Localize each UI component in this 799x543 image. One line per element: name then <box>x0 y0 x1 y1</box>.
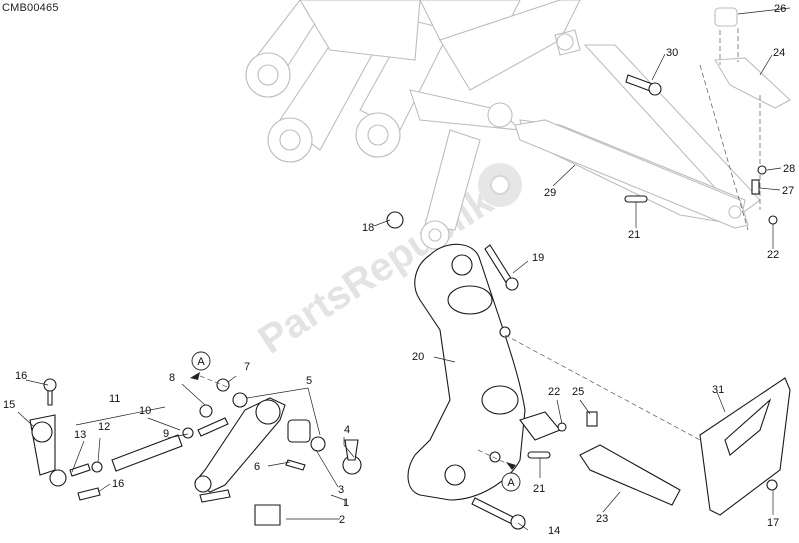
callout-30: 30 <box>666 47 678 59</box>
reference-marker-lower: A <box>477 449 521 492</box>
callout-12: 12 <box>98 421 110 433</box>
callout-25: 25 <box>572 386 584 398</box>
bolt-14 <box>471 497 526 530</box>
callout-31: 31 <box>712 384 724 396</box>
callout-16b: 16 <box>112 478 124 490</box>
callout-18: 18 <box>362 222 374 234</box>
heel-guard-31 <box>699 377 791 516</box>
callout-7: 7 <box>244 361 250 373</box>
callout-22a: 22 <box>767 249 779 261</box>
callout-17: 17 <box>767 517 779 529</box>
callout-13: 13 <box>74 429 86 441</box>
callout-6: 6 <box>254 461 260 473</box>
callout-5: 5 <box>306 375 312 387</box>
passenger-peg-24 <box>714 57 791 109</box>
callout-4: 4 <box>344 424 350 436</box>
leader-lines <box>17 7 791 531</box>
callout-27: 27 <box>782 185 794 197</box>
circlip-22-upper <box>768 215 778 225</box>
callout-29: 29 <box>544 187 556 199</box>
bolt-30 <box>625 74 662 96</box>
callout-28: 28 <box>783 163 795 175</box>
reference-marker-lower-label: A <box>507 477 515 489</box>
callout-14: 14 <box>548 525 560 537</box>
callout-labels: 1 2 3 4 5 6 7 8 9 10 11 12 13 14 15 16 1… <box>3 3 795 537</box>
callout-9: 9 <box>163 428 169 440</box>
circlip-22-lower <box>557 422 567 432</box>
ball-28 <box>757 165 767 175</box>
rider-footpeg-23 <box>519 411 681 506</box>
reference-marker-upper: A <box>190 351 231 389</box>
callout-21b: 21 <box>533 483 545 495</box>
callout-22b: 22 <box>548 386 560 398</box>
callout-10: 10 <box>139 405 151 417</box>
bushing-18 <box>386 211 404 229</box>
reference-marker-upper-label: A <box>197 356 205 368</box>
spring-27 <box>751 179 760 195</box>
callout-19: 19 <box>532 252 544 264</box>
callout-11: 11 <box>109 393 120 405</box>
callout-16a: 16 <box>15 370 27 382</box>
diagram-code: CMB00465 <box>2 2 59 14</box>
callout-8: 8 <box>169 372 175 384</box>
watermark-gear-icon <box>478 163 522 207</box>
peg-cap-26 <box>714 7 738 27</box>
callout-15: 15 <box>3 399 15 411</box>
callout-24: 24 <box>773 47 785 59</box>
callout-21a: 21 <box>628 229 640 241</box>
callout-1: 1 <box>343 497 349 509</box>
gear-change-lever-assembly <box>29 378 362 526</box>
callout-20: 20 <box>412 351 424 363</box>
frame-background <box>245 0 761 250</box>
callout-3: 3 <box>338 484 344 496</box>
rear-bracket-29 <box>514 119 749 229</box>
callout-26: 26 <box>774 3 786 15</box>
bolt-19 <box>484 244 519 291</box>
callout-23: 23 <box>596 513 608 525</box>
footpeg-bracket-20 <box>407 243 526 501</box>
callout-2: 2 <box>339 514 345 526</box>
pin-21-lower <box>527 451 551 459</box>
screw-17 <box>766 479 778 491</box>
spring-25 <box>586 411 598 427</box>
pin-21-upper <box>624 195 648 203</box>
